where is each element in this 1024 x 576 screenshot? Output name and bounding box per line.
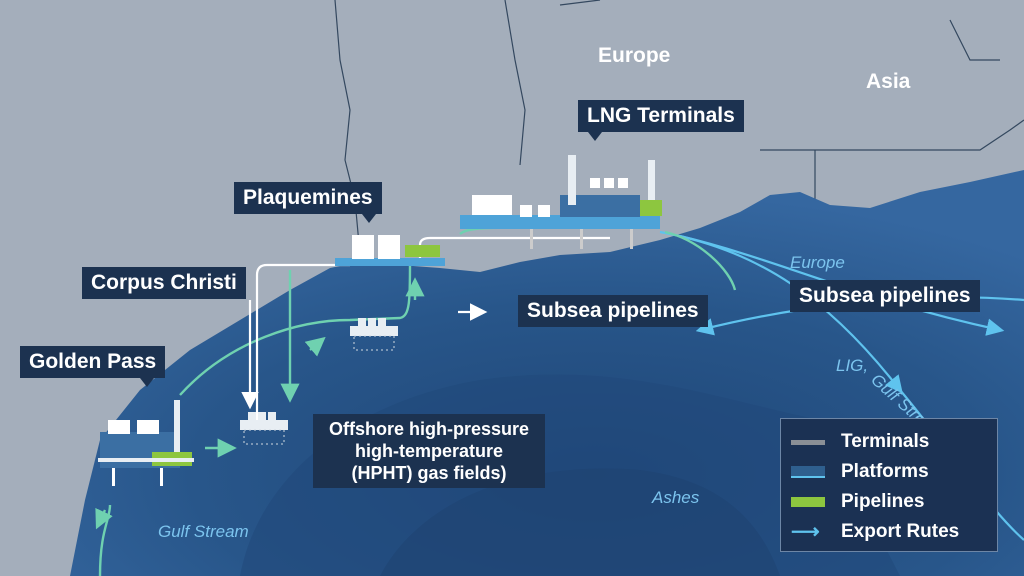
callout-subsea-pipelines-center: Subsea pipelines xyxy=(518,295,708,327)
golden-pass-facility xyxy=(98,400,194,486)
white-pipelines xyxy=(241,236,610,420)
hpht-line-3: (HPHT) gas fields) xyxy=(351,463,507,483)
offshore-platform xyxy=(350,318,398,351)
callout-lng-terminals: LNG Terminals xyxy=(578,100,744,141)
callout-hpht-fields: Offshore high-pressure high-temperature … xyxy=(313,414,545,488)
legend-item-pipelines: Pipelines xyxy=(791,487,987,517)
region-asia: Asia xyxy=(866,70,911,93)
platforms-swatch xyxy=(791,466,825,478)
plaquemines-facility xyxy=(335,235,445,266)
water-label-gulf-stream: Gulf Stream xyxy=(158,522,249,541)
callout-subsea-pipelines-right: Subsea pipelines xyxy=(790,280,980,312)
legend-item-export-routes: ⟶Export Rutes xyxy=(791,521,960,543)
pipelines-swatch xyxy=(791,497,825,507)
callout-corpus-christi: Corpus Christi xyxy=(82,267,246,299)
hpht-platform xyxy=(240,412,288,445)
arrow-right-icon: ⟶ xyxy=(791,521,820,543)
lng-terminal-facility xyxy=(460,155,662,249)
hpht-line-2: high-temperature xyxy=(354,441,504,461)
callout-plaquemines: Plaquemines xyxy=(234,182,382,223)
legend-item-terminals: Terminals xyxy=(791,427,987,457)
legend-item-platforms: Platforms xyxy=(791,457,987,487)
region-europe: Europe xyxy=(598,44,671,67)
callout-golden-pass: Golden Pass xyxy=(20,346,166,387)
water-label-lig: LIG, xyxy=(836,356,869,375)
water-label-europe: Europe xyxy=(790,253,845,272)
terminals-swatch xyxy=(791,439,825,445)
legend: Terminals Platforms Pipelines ⟶Export Ru… xyxy=(780,418,998,552)
hpht-line-1: Offshore high-pressure xyxy=(328,419,530,439)
water-label-ashes: Ashes xyxy=(652,488,700,507)
